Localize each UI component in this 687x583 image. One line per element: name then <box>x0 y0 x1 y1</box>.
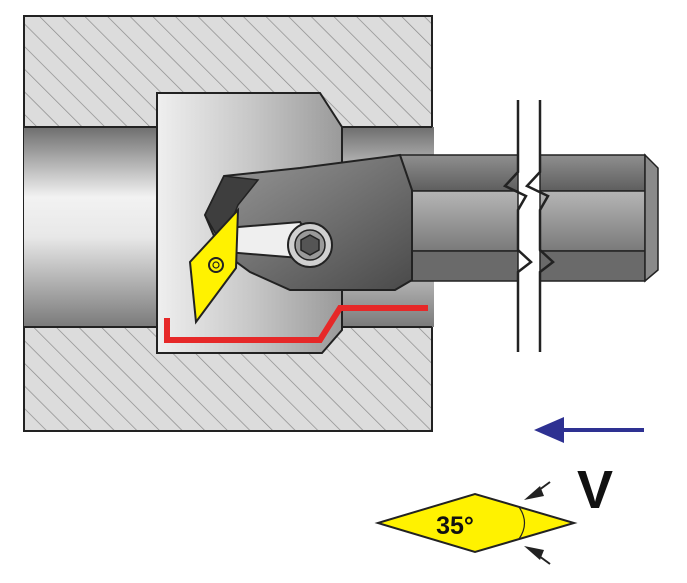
cutting-insert <box>188 207 240 325</box>
feed-direction-arrow <box>534 417 644 443</box>
break-lines <box>502 100 555 352</box>
insert-angle-label: 35° <box>436 512 474 540</box>
insert-shape-code: V <box>577 460 613 520</box>
tool-path-line <box>164 305 428 343</box>
insert-shape-symbol: 35° <box>374 481 578 565</box>
